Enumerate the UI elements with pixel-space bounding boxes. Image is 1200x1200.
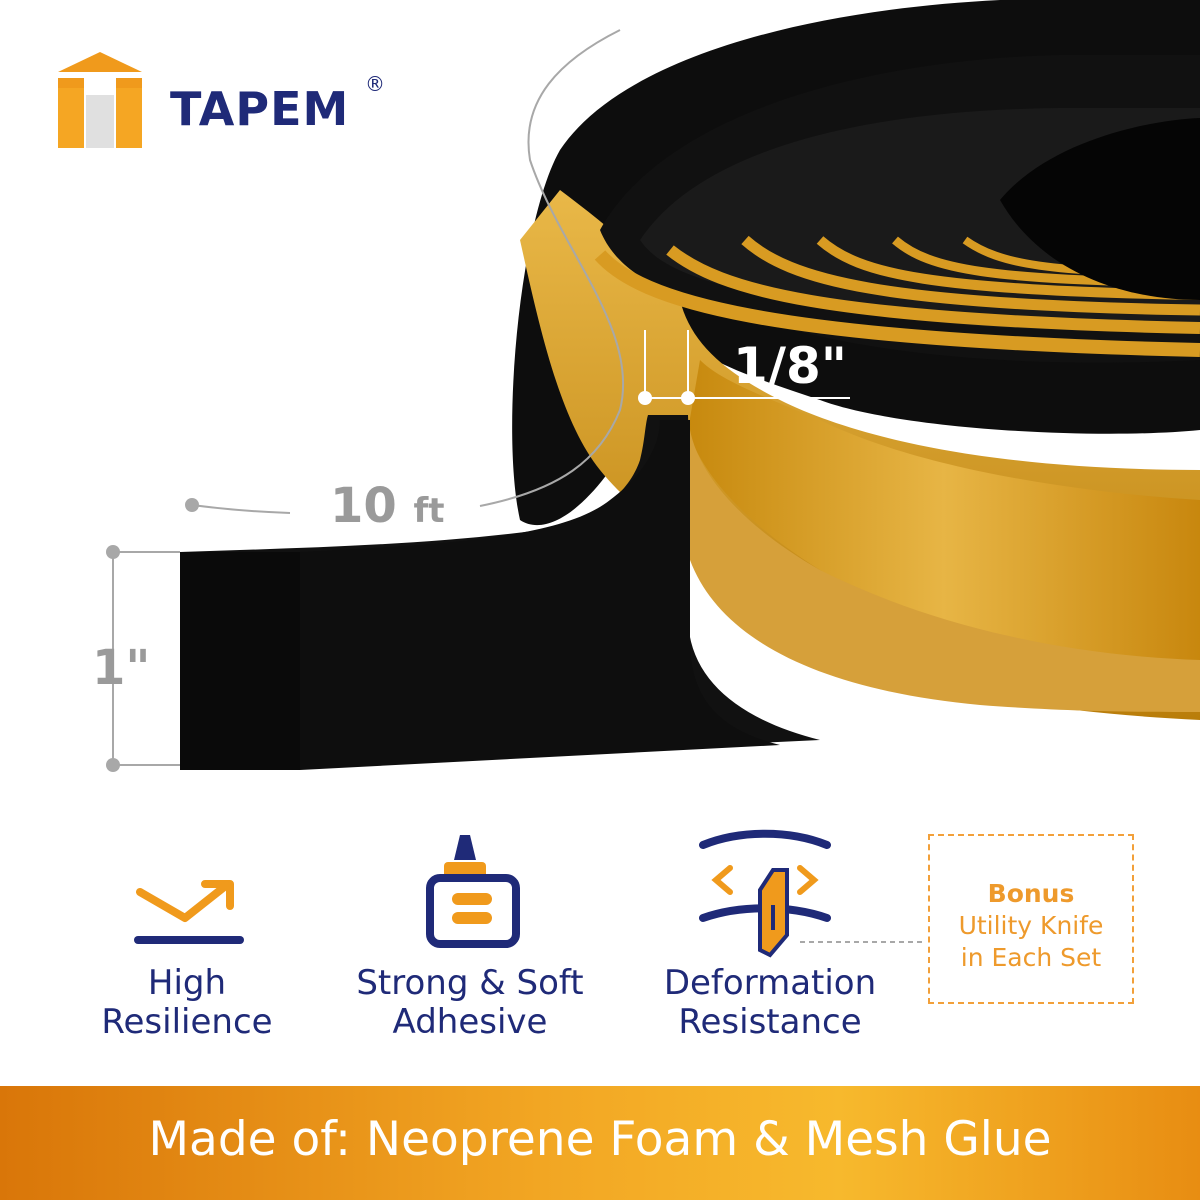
dimension-lines — [112, 29, 850, 766]
glue-bottle-icon — [426, 835, 520, 948]
material-text: Made of: Neoprene Foam & Mesh Glue — [148, 1112, 1052, 1167]
feature-line2: Resistance — [678, 1002, 862, 1042]
length-number: 10 — [330, 478, 397, 534]
deformation-knife-icon — [699, 829, 926, 958]
feature-line1: Deformation — [663, 963, 877, 1003]
bonus-line-1: Utility Knife — [958, 911, 1104, 940]
length-label: 10 ft — [330, 478, 445, 534]
feature-line2: Adhesive — [392, 1002, 548, 1042]
material-banner — [0, 1086, 1200, 1200]
foam-tape-roll — [180, 0, 1200, 770]
feature-line1: High — [147, 963, 227, 1003]
feature-line2: Resilience — [101, 1002, 273, 1042]
thickness-label: 1/8" — [733, 337, 847, 395]
bonus-title: Bonus — [987, 879, 1075, 908]
feature-deformation-resistance: Deformation Resistance — [630, 964, 910, 1042]
tapem-logo-icon — [58, 52, 142, 148]
bonus-box: Bonus Utility Knife in Each Set — [928, 834, 1134, 1004]
feature-adhesive: Strong & Soft Adhesive — [330, 964, 610, 1042]
length-unit: ft — [413, 491, 445, 531]
feature-high-resilience: High Resilience — [62, 964, 312, 1042]
feature-line1: Strong & Soft — [356, 963, 584, 1003]
resilience-arrow-icon — [134, 880, 244, 944]
height-label: 1" — [92, 640, 151, 696]
bonus-line-2: in Each Set — [960, 943, 1102, 972]
brand-name: TAPEM — [170, 82, 350, 136]
registered-mark: ® — [365, 72, 385, 96]
